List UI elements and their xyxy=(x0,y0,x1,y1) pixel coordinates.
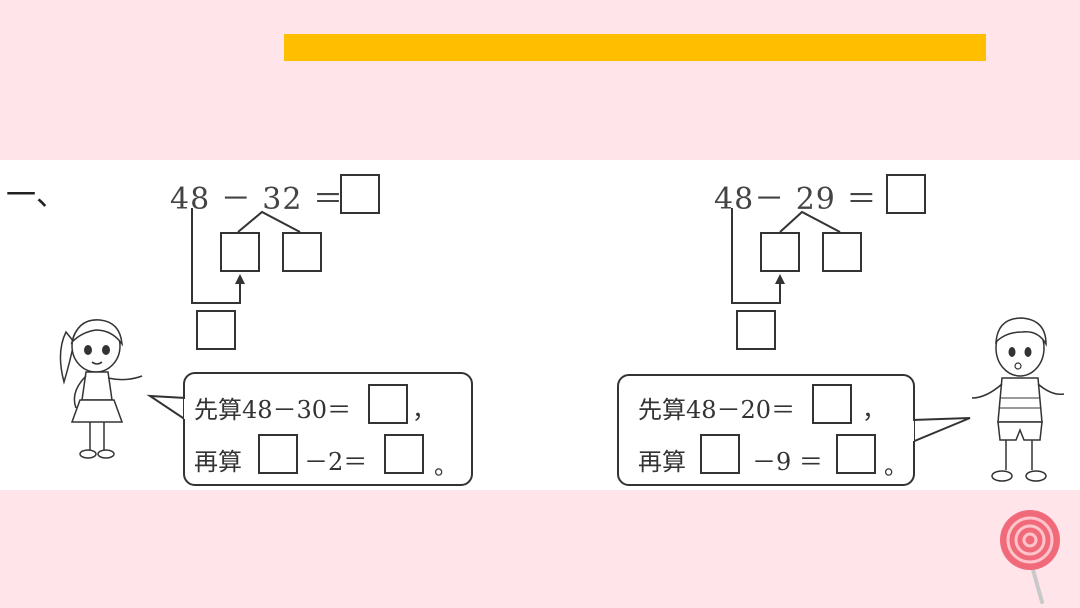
right-intermediate-box[interactable] xyxy=(736,310,776,350)
title-bar xyxy=(284,34,986,61)
right-split-box-2[interactable] xyxy=(822,232,862,272)
left-hint-line2-middle: －2＝ xyxy=(304,448,368,476)
right-hint-line1: 先算48－20＝ xyxy=(638,396,796,424)
right-hint-box-2[interactable] xyxy=(700,434,740,474)
left-hint-box-1[interactable] xyxy=(368,384,408,424)
girl-illustration xyxy=(59,319,143,459)
left-hint-line2-suffix: 。 xyxy=(434,452,458,480)
right-hint-line2-prefix: 再算 xyxy=(638,448,686,476)
left-hint-line1: 先算48－30＝ xyxy=(194,396,352,424)
right-equation: 48－ 29 ＝ xyxy=(714,182,878,217)
lollipop-icon xyxy=(1000,510,1060,604)
left-split-box-2[interactable] xyxy=(282,232,322,272)
right-answer-box[interactable] xyxy=(886,174,926,214)
left-answer-box[interactable] xyxy=(340,174,380,214)
right-hint-line1-suffix: ， xyxy=(862,396,886,424)
left-hint-box-2[interactable] xyxy=(258,434,298,474)
top-band xyxy=(0,0,1080,160)
right-split-box-1[interactable] xyxy=(760,232,800,272)
left-speech-bubble xyxy=(183,372,473,486)
right-hint-line2-suffix: 。 xyxy=(884,452,908,480)
bottom-band xyxy=(0,490,1080,608)
left-intermediate-box[interactable] xyxy=(196,310,236,350)
left-hint-box-3[interactable] xyxy=(384,434,424,474)
left-equation: 48 － 32 ＝ xyxy=(170,182,344,217)
boy-illustration xyxy=(971,317,1065,482)
right-hint-line2-middle: －9 ＝ xyxy=(752,448,823,476)
right-hint-box-3[interactable] xyxy=(836,434,876,474)
left-split-box-1[interactable] xyxy=(220,232,260,272)
right-hint-box-1[interactable] xyxy=(812,384,852,424)
problem-number: 一、 xyxy=(6,178,66,213)
left-hint-line1-suffix: ， xyxy=(412,396,436,424)
left-hint-line2-prefix: 再算 xyxy=(194,448,242,476)
